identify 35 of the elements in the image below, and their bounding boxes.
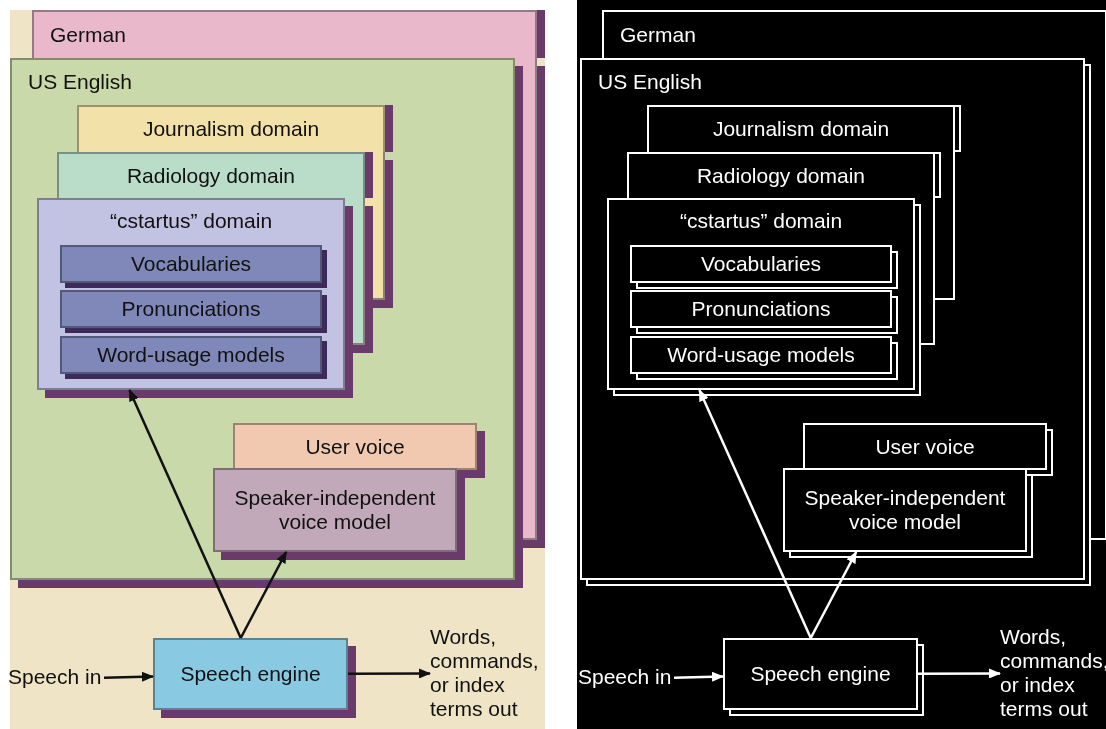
node-label: Speaker-independent voice model bbox=[233, 485, 437, 535]
input-label: Speech in bbox=[8, 665, 104, 693]
output-label: Words, commands, or index terms out bbox=[1000, 625, 1106, 722]
arrow bbox=[103, 671, 154, 682]
node-label: Word-usage models bbox=[97, 342, 285, 368]
node-label: German bbox=[50, 22, 127, 48]
node-label: Pronunciations bbox=[691, 296, 831, 322]
arrow bbox=[348, 668, 431, 679]
node-label: US English bbox=[598, 70, 703, 95]
node-label: Journalism domain bbox=[142, 117, 320, 142]
node-label: “cstartus” domain bbox=[679, 209, 843, 234]
node-label: German bbox=[620, 22, 697, 48]
arrow bbox=[698, 389, 812, 639]
node-label: Speech engine bbox=[180, 661, 321, 687]
node-label: Journalism domain bbox=[712, 117, 890, 142]
node-label: Vocabularies bbox=[700, 251, 822, 277]
arrow bbox=[809, 551, 858, 639]
card-tab bbox=[602, 10, 1106, 58]
node-label: Radiology domain bbox=[696, 163, 866, 189]
node-label: Word-usage models bbox=[667, 342, 855, 368]
node-label: US English bbox=[28, 70, 133, 95]
node-label: Speaker-independent voice model bbox=[803, 485, 1007, 535]
output-label: Words, commands, or index terms out bbox=[430, 625, 545, 722]
arrow bbox=[918, 668, 1001, 679]
input-label: Speech in bbox=[578, 665, 674, 693]
node-label: User voice bbox=[875, 435, 975, 460]
arrow bbox=[128, 389, 242, 639]
node-label: Speech engine bbox=[750, 661, 891, 687]
node-label: “cstartus” domain bbox=[109, 209, 273, 234]
arrow bbox=[673, 671, 724, 682]
arrow bbox=[239, 551, 288, 639]
node-label: Pronunciations bbox=[121, 296, 261, 322]
node-label: User voice bbox=[305, 435, 405, 460]
node-label: Radiology domain bbox=[126, 163, 296, 189]
node-label: Vocabularies bbox=[130, 251, 252, 277]
